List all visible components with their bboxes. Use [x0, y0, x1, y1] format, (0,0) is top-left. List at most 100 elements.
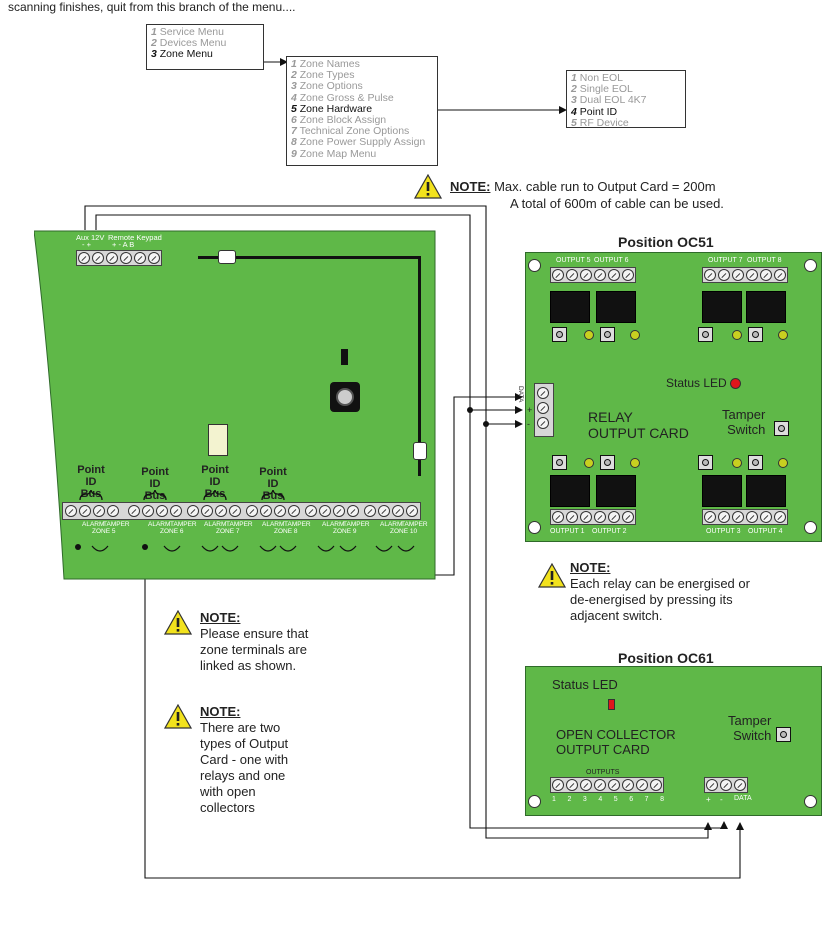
terminal-screw[interactable]: [288, 505, 300, 517]
menu2-item[interactable]: 2 Zone Types: [291, 69, 355, 82]
terminal-screw[interactable]: [774, 511, 786, 523]
terminal-screw[interactable]: [107, 505, 119, 517]
relay-led: [630, 458, 640, 468]
terminal-screw[interactable]: [120, 252, 132, 264]
terminal-screw[interactable]: [537, 402, 549, 414]
relay-switch[interactable]: [552, 455, 567, 470]
terminal-screw[interactable]: [364, 505, 376, 517]
terminal-screw[interactable]: [246, 505, 258, 517]
terminal-screw[interactable]: [537, 417, 549, 429]
terminal-screw[interactable]: [622, 511, 634, 523]
terminal-screw[interactable]: [552, 779, 564, 791]
terminal-screw[interactable]: [537, 387, 549, 399]
terminal-screw[interactable]: [201, 505, 213, 517]
terminal-screw[interactable]: [305, 505, 317, 517]
menu1-item[interactable]: 1 Service Menu: [151, 26, 224, 38]
menu3-item[interactable]: 5 RF Device: [571, 116, 629, 129]
terminal-screw[interactable]: [78, 252, 90, 264]
terminal-screw[interactable]: [706, 779, 718, 791]
terminal-screw[interactable]: [156, 505, 168, 517]
terminal-screw[interactable]: [215, 505, 227, 517]
terminal-screw[interactable]: [128, 505, 140, 517]
terminal-screw[interactable]: [746, 269, 758, 281]
terminal-screw[interactable]: [580, 511, 592, 523]
terminal-screw[interactable]: [260, 505, 272, 517]
terminal-screw[interactable]: [622, 779, 634, 791]
terminal-screw[interactable]: [347, 505, 359, 517]
relay-switch[interactable]: [600, 455, 615, 470]
terminal-screw[interactable]: [704, 511, 716, 523]
terminal-screw[interactable]: [566, 511, 578, 523]
terminal-screw[interactable]: [170, 505, 182, 517]
terminal-screw[interactable]: [552, 511, 564, 523]
terminal-screw[interactable]: [594, 511, 606, 523]
terminal-screw[interactable]: [704, 269, 716, 281]
terminal-screw[interactable]: [333, 505, 345, 517]
terminal-screw[interactable]: [608, 779, 620, 791]
tamper-switch[interactable]: [776, 727, 791, 742]
terminal-screw[interactable]: [594, 269, 606, 281]
terminal-screw[interactable]: [720, 779, 732, 791]
relay-switch[interactable]: [698, 455, 713, 470]
terminal-screw[interactable]: [92, 252, 104, 264]
menu3-item[interactable]: 2 Single EOL: [571, 83, 633, 96]
relay-switch[interactable]: [552, 327, 567, 342]
terminal-screw[interactable]: [622, 269, 634, 281]
terminal-screw[interactable]: [774, 269, 786, 281]
terminal-screw[interactable]: [79, 505, 91, 517]
menu2-item[interactable]: 4 Zone Gross & Pulse: [291, 91, 394, 104]
terminal-screw[interactable]: [760, 511, 772, 523]
terminal-screw[interactable]: [406, 505, 418, 517]
terminal-screw[interactable]: [734, 779, 746, 791]
menu3-item[interactable]: 1 Non EOL: [571, 72, 623, 84]
menu2-item[interactable]: 6 Zone Block Assign: [291, 114, 387, 127]
menu2-item-zone-hardware[interactable]: 5 Zone Hardware: [291, 102, 373, 115]
menu2-item[interactable]: 8 Zone Power Supply Assign: [291, 136, 426, 149]
relay-switch[interactable]: [698, 327, 713, 342]
terminal-screw[interactable]: [65, 505, 77, 517]
terminal-screw[interactable]: [552, 269, 564, 281]
tamper-switch[interactable]: [774, 421, 789, 436]
terminal-screw[interactable]: [148, 252, 160, 264]
terminal-screw[interactable]: [378, 505, 390, 517]
menu1-item-zone-menu[interactable]: 3 Zone Menu: [151, 48, 213, 61]
terminal-screw[interactable]: [319, 505, 331, 517]
menu2-item[interactable]: 1 Zone Names: [291, 58, 360, 70]
terminal-screw[interactable]: [718, 511, 730, 523]
terminal-screw[interactable]: [93, 505, 105, 517]
menu2-item[interactable]: 7 Technical Zone Options: [291, 125, 410, 138]
terminal-screw[interactable]: [608, 511, 620, 523]
terminal-screw[interactable]: [760, 269, 772, 281]
terminal-screw[interactable]: [732, 269, 744, 281]
terminal-screw[interactable]: [566, 269, 578, 281]
terminal-screw[interactable]: [229, 505, 241, 517]
terminal-screw[interactable]: [187, 505, 199, 517]
output-label: OUTPUT 8: [747, 257, 782, 264]
terminal-screw[interactable]: [580, 779, 592, 791]
menu3-item-point-id[interactable]: 4 Point ID: [571, 105, 618, 118]
terminal-screw[interactable]: [608, 269, 620, 281]
relay-switch[interactable]: [600, 327, 615, 342]
terminal-screw[interactable]: [594, 779, 606, 791]
relay-switch[interactable]: [748, 327, 763, 342]
terminal-screw[interactable]: [718, 269, 730, 281]
terminal-screw[interactable]: [650, 779, 662, 791]
zone-label-tamper: TAMPER: [226, 521, 253, 528]
relay-switch[interactable]: [748, 455, 763, 470]
terminal-screw[interactable]: [274, 505, 286, 517]
terminal-screw[interactable]: [134, 252, 146, 264]
terminal-screw[interactable]: [732, 511, 744, 523]
terminal-screw[interactable]: [106, 252, 118, 264]
terminal-screw[interactable]: [580, 269, 592, 281]
menu2-item[interactable]: 3 Zone Options: [291, 80, 363, 93]
terminal-screw[interactable]: [392, 505, 404, 517]
menu3-item[interactable]: 3 Dual EOL 4K7: [571, 94, 647, 107]
menu1-item[interactable]: 2 Devices Menu: [151, 37, 227, 50]
terminal-screw[interactable]: [636, 779, 648, 791]
terminal-screw[interactable]: [566, 779, 578, 791]
menu2-item[interactable]: 9 Zone Map Menu: [291, 147, 377, 160]
terminal-screw[interactable]: [746, 511, 758, 523]
terminal-screw[interactable]: [142, 505, 154, 517]
